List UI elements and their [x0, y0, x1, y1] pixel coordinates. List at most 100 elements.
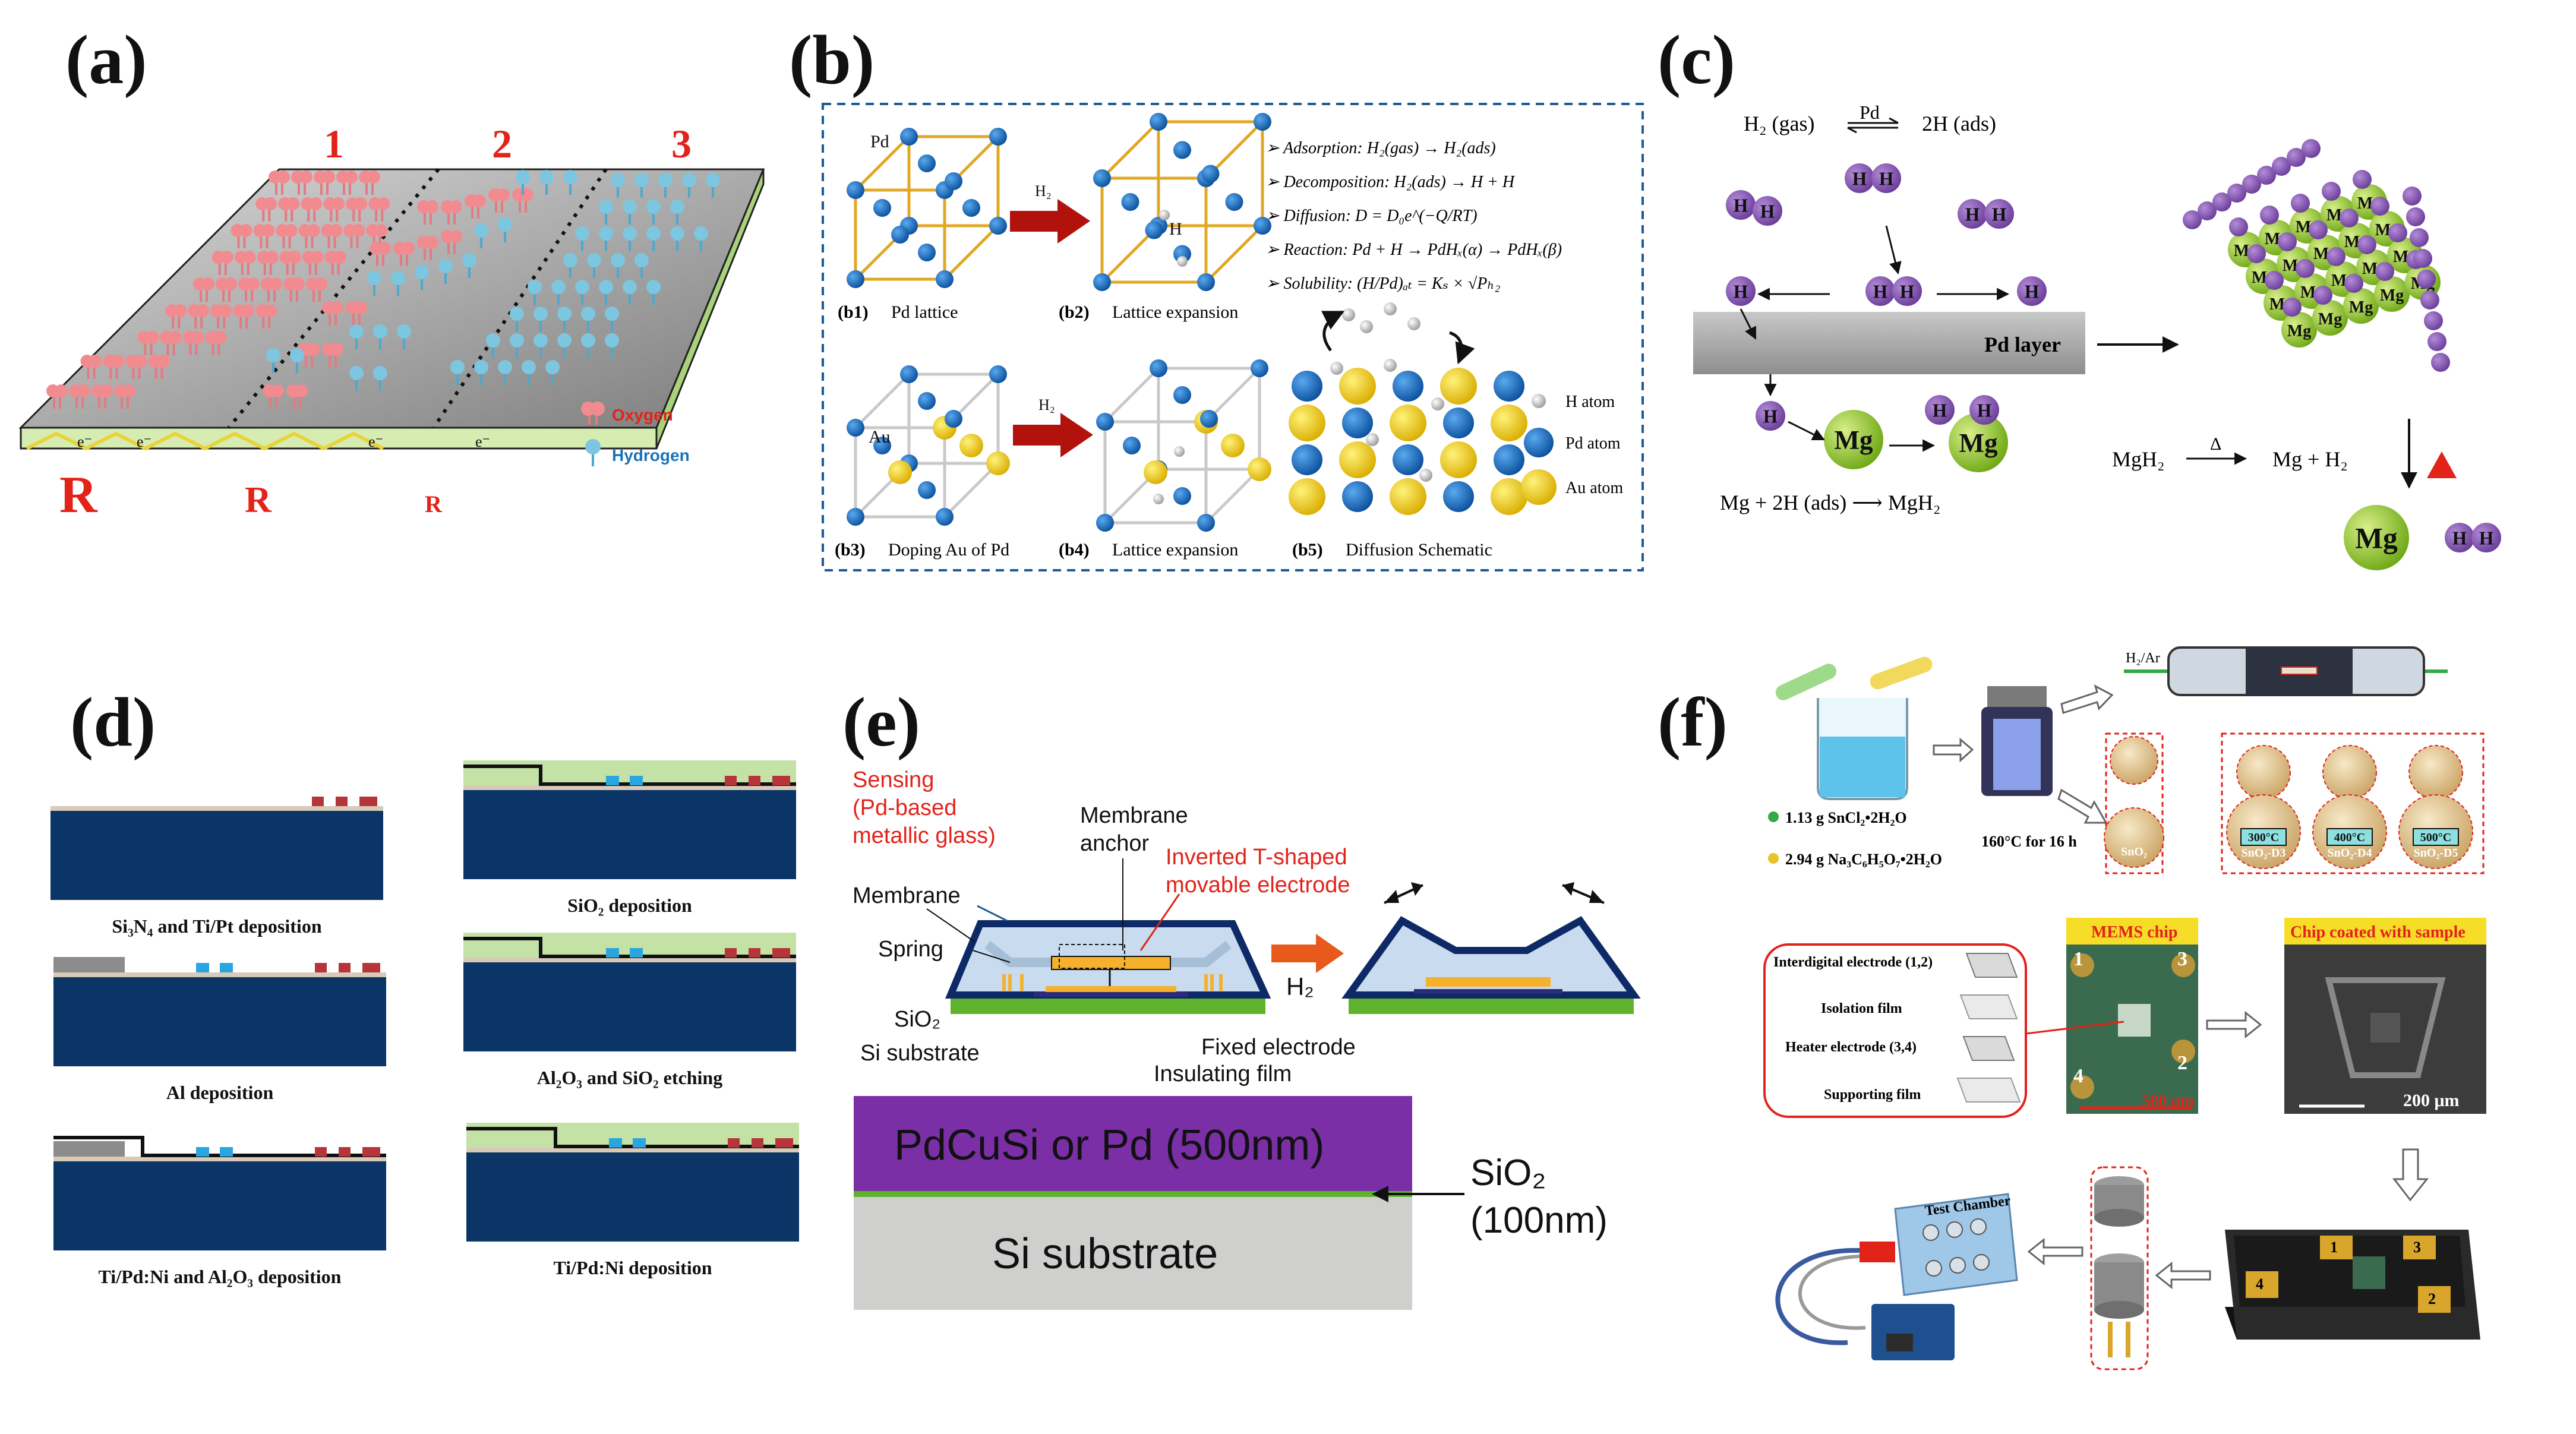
h2-arrow-label: H₂	[1035, 182, 1052, 200]
svg-text:H: H	[1734, 195, 1748, 216]
oxygen-molecule	[188, 304, 210, 329]
hydrogen-molecule	[682, 173, 696, 198]
h2-arrow-label: H₂	[1038, 396, 1055, 413]
hydrogen-molecule	[646, 280, 661, 305]
h-atom: H	[1984, 199, 2014, 229]
hydrogen-molecule	[367, 271, 381, 296]
svg-text:H: H	[1900, 281, 1914, 302]
process-step-caption: Si₃N₄ and Ti/Pt deposition	[112, 915, 321, 937]
process-step-caption: Ti/Pd:Ni and Al₂O₃ deposition	[99, 1266, 342, 1287]
fixed-electrode-label: Fixed electrode	[1201, 1035, 1356, 1060]
oxygen-molecule	[238, 277, 260, 302]
hydrogen-molecule	[605, 307, 619, 331]
panel-f: 1.13 g SnCl₂•2H₂O 2.94 g Na₃C₆H₅O₇•2H₂O …	[1763, 646, 2486, 1370]
insulating-film-label: Insulating film	[1154, 1062, 1292, 1086]
mg-atom: Mg	[1824, 410, 1883, 469]
si-substrate-label: Si substrate	[860, 1041, 980, 1066]
oxygen-molecule	[323, 197, 345, 222]
oxygen-molecule	[193, 277, 214, 302]
svg-text:H: H	[2452, 528, 2467, 548]
hydrogen-molecule	[611, 253, 625, 278]
pad-3: 3	[2177, 948, 2187, 970]
svg-text:Mg: Mg	[2318, 310, 2342, 329]
caption-b2: (b2)	[1059, 302, 1090, 322]
oxygen-molecule	[441, 200, 462, 225]
oxygen-molecule	[257, 251, 279, 275]
hydrogen-molecule	[349, 324, 364, 349]
oxygen-molecule	[91, 384, 113, 409]
oxygen-molecule	[324, 251, 346, 275]
pd-atom-tag: Pd	[870, 132, 889, 151]
reagent-1: 1.13 g SnCl₂•2H₂O	[1785, 809, 1907, 826]
oxygen-molecule	[298, 343, 320, 367]
oxygen-molecule	[261, 277, 282, 302]
svg-text:500°C: 500°C	[2420, 831, 2451, 844]
adsorbed-molecules	[46, 170, 720, 409]
oxygen-molecule	[279, 251, 301, 275]
reagent-2: 2.94 g Na₃C₆H₅O₇•2H₂O	[1785, 851, 1942, 868]
hydrogen-molecule	[391, 271, 405, 296]
c-eq2: Mg + 2H (ads) ⟶ MgH₂	[1720, 491, 1940, 514]
hydrogen-molecule	[528, 280, 542, 305]
layer-isolation: Isolation film	[1821, 1001, 1902, 1016]
pd-lattice-cube	[847, 128, 1007, 288]
svg-text:H: H	[1879, 168, 1893, 189]
region-label-2: 2	[492, 121, 512, 166]
resistance-label-large: R	[59, 466, 98, 524]
oxygen-molecule	[269, 170, 290, 195]
layer-stack-cross-section: PdCuSi or Pd (500nm) Si substrate SiO₂ (…	[854, 1096, 1608, 1310]
beaker	[1775, 656, 1933, 800]
heat-triangle	[2427, 451, 2457, 478]
oxygen-molecule	[231, 224, 252, 248]
svg-text:H: H	[1763, 406, 1778, 427]
panel-label-a: (a)	[65, 21, 147, 99]
h2-arrow-e: H₂	[1271, 934, 1344, 1000]
process-step-caption: Ti/Pd:Ni deposition	[553, 1257, 712, 1278]
caption-b5: (b5)	[1292, 540, 1323, 560]
hydrogen-molecule	[581, 333, 595, 358]
autoclave	[1981, 686, 2053, 796]
equation-reaction: ➢ Reaction: Pd + H → PdHₓ(α) → PdHₓ(β)	[1265, 241, 1562, 259]
hydrogen-molecule	[516, 170, 530, 195]
hydrogen-molecule	[694, 226, 708, 251]
pkg-pad-4: 4	[2256, 1275, 2264, 1293]
panel-b: Pd H Au H₂ H₂ (b1) Pd lattice (b2) Latti…	[822, 103, 1644, 571]
oxygen-molecule	[393, 242, 415, 266]
svg-text:H: H	[2025, 281, 2039, 302]
h-atom: H	[1958, 199, 1987, 229]
hydrogen-molecule	[563, 253, 577, 278]
svg-text:SnO₂: SnO₂	[2121, 845, 2147, 858]
oxygen-molecule	[417, 236, 438, 260]
oxygen-molecule	[216, 277, 237, 302]
oxygen-molecule	[160, 331, 182, 355]
h-atom: H	[2445, 523, 2474, 552]
hydrogen-molecule	[587, 253, 601, 278]
oxygen-molecule	[46, 384, 68, 409]
layer-heater: Heater electrode (3,4)	[1785, 1040, 1917, 1055]
panel-label-c: (c)	[1658, 21, 1735, 99]
inverted-electrode-label: Inverted T-shaped	[1166, 845, 1347, 870]
panel-label-f: (f)	[1658, 683, 1728, 761]
hydrogen-molecule	[486, 333, 500, 358]
oxygen-molecule	[165, 304, 187, 329]
h-atom: H	[2017, 276, 2047, 306]
hydrogen-molecule	[646, 200, 661, 225]
pd-layer	[1693, 312, 2085, 374]
process-step-caption: Al₂O₃ and SiO₂ etching	[537, 1067, 722, 1088]
region-label-3: 3	[671, 121, 692, 166]
pkg-pad-1: 1	[2330, 1239, 2338, 1256]
svg-text:Mg: Mg	[2355, 522, 2398, 555]
h-atom: H	[2471, 523, 2501, 552]
mems-chip-title: MEMS chip	[2091, 923, 2177, 942]
mg-atom: Mg	[1949, 413, 2008, 472]
region-divider-1	[227, 168, 440, 429]
au-expanded-lattice-cube	[1096, 359, 1271, 532]
hydrogen-molecule	[575, 226, 589, 251]
panel-label-e: (e)	[842, 683, 920, 761]
sample-sphere	[2110, 736, 2158, 785]
svg-text:SnO₂-D4: SnO₂-D4	[2328, 846, 2372, 860]
legend-h-atom: H atom	[1565, 393, 1615, 411]
legend-hydrogen-label: Hydrogen	[612, 446, 690, 465]
